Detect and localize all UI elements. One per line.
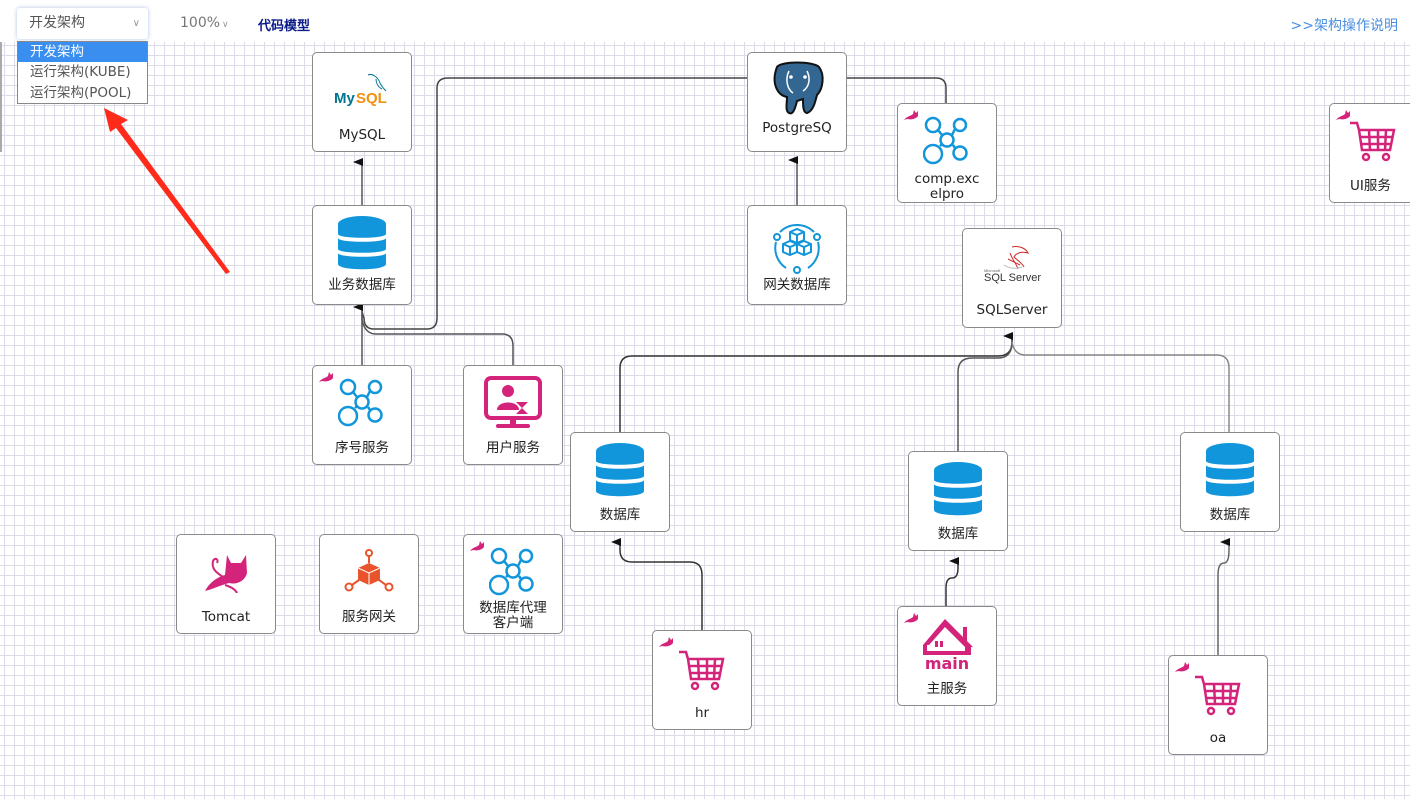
node-label: 主服务 bbox=[926, 681, 968, 697]
link-oa-dboa[interactable] bbox=[1217, 538, 1230, 655]
tomcat-cat-icon bbox=[1336, 110, 1350, 120]
node-mysql[interactable]: My SQL MySQL bbox=[312, 52, 412, 152]
chevron-down-icon: ∨ bbox=[222, 20, 229, 30]
cluster-nodes-icon bbox=[338, 378, 383, 427]
shopping-cart-icon bbox=[679, 650, 725, 691]
link-user-bizdb[interactable] bbox=[353, 303, 514, 365]
node-label: 数据库代理 客户端 bbox=[479, 600, 547, 631]
gateway-cube-icon bbox=[344, 549, 394, 592]
zoom-value: 100% bbox=[180, 15, 221, 31]
cubes-icon bbox=[773, 223, 821, 274]
tomcat-cat-icon bbox=[470, 541, 484, 551]
code-model-link[interactable]: 代码模型 bbox=[258, 19, 311, 34]
node-label: 序号服务 bbox=[335, 440, 389, 456]
node-label: PostgreSQ bbox=[762, 120, 832, 136]
house-main-icon: main bbox=[923, 619, 973, 671]
sqlserver-logo-icon: Microsoft SQL Server bbox=[984, 246, 1041, 284]
node-business-db[interactable]: 业务数据库 bbox=[312, 205, 412, 305]
architecture-select[interactable]: 开发架构 ∨ bbox=[17, 8, 148, 39]
chevron-down-icon: ∨ bbox=[132, 18, 140, 29]
dropdown-option-dev[interactable]: 开发架构 bbox=[18, 42, 147, 63]
node-sqlserver[interactable]: Microsoft SQL Server SQLServer bbox=[962, 228, 1062, 328]
svg-text:SQL Server: SQL Server bbox=[984, 272, 1041, 284]
shopping-cart-icon bbox=[1350, 121, 1396, 162]
node-oa[interactable]: oa bbox=[1168, 655, 1268, 755]
svg-text:My: My bbox=[334, 90, 355, 107]
node-label: MySQL bbox=[338, 127, 386, 143]
node-label: 数据库 bbox=[1209, 507, 1251, 523]
toolbar: 开发架构 ∨ 100%∨ 代码模型 >>架构操作说明 bbox=[0, 0, 1410, 42]
tomcat-cat-icon bbox=[904, 110, 918, 120]
svg-text:main: main bbox=[925, 654, 969, 671]
node-label: comp.exc elpro bbox=[914, 171, 980, 202]
node-label: 用户服务 bbox=[486, 440, 540, 456]
monitor-user-icon bbox=[484, 376, 542, 428]
tomcat-icon bbox=[205, 555, 247, 593]
node-db-main[interactable]: 数据库 bbox=[908, 451, 1008, 551]
node-label: UI服务 bbox=[1350, 178, 1391, 194]
link-hr-dbhr[interactable] bbox=[611, 538, 703, 630]
postgresql-elephant-icon bbox=[773, 61, 824, 115]
node-label: 业务数据库 bbox=[328, 277, 396, 293]
dropdown-option-pool[interactable]: 运行架构(POOL) bbox=[30, 84, 132, 101]
cluster-nodes-icon bbox=[923, 116, 968, 165]
link-dbmain-sqlserver[interactable] bbox=[957, 341, 1013, 451]
link-main-dbmain[interactable] bbox=[945, 557, 959, 606]
tomcat-cat-icon bbox=[1175, 662, 1189, 672]
node-label: SQLServer bbox=[976, 302, 1048, 318]
architecture-help-link[interactable]: >>架构操作说明 bbox=[1290, 18, 1398, 34]
link-dbhr-sqlserver[interactable] bbox=[619, 332, 1013, 432]
node-label: 网关数据库 bbox=[763, 277, 831, 293]
shopping-cart-icon bbox=[1195, 675, 1241, 716]
node-main-service[interactable]: main 主服务 bbox=[897, 606, 997, 706]
database-icon bbox=[338, 216, 386, 270]
architecture-select-value: 开发架构 bbox=[29, 15, 85, 31]
tomcat-cat-icon bbox=[659, 637, 673, 647]
architecture-dropdown: 开发架构 运行架构(KUBE) 运行架构(POOL) bbox=[17, 41, 148, 104]
database-icon bbox=[596, 443, 644, 497]
link-dboa-sqlserver[interactable] bbox=[1011, 341, 1230, 432]
node-service-gateway[interactable]: 服务网关 bbox=[319, 534, 419, 634]
node-sequence-service[interactable]: 序号服务 bbox=[312, 365, 412, 465]
node-label: 数据库 bbox=[937, 526, 979, 542]
node-label: hr bbox=[694, 705, 710, 721]
zoom-select[interactable]: 100%∨ bbox=[180, 15, 229, 31]
svg-text:SQL: SQL bbox=[356, 90, 387, 107]
node-label: Tomcat bbox=[201, 609, 251, 625]
svg-text:Microsoft: Microsoft bbox=[984, 268, 1001, 273]
database-icon bbox=[1206, 443, 1254, 497]
tomcat-cat-icon bbox=[319, 372, 333, 382]
mysql-logo-icon: My SQL bbox=[334, 74, 387, 107]
left-scrollbar[interactable] bbox=[0, 42, 2, 152]
cluster-nodes-icon bbox=[489, 547, 534, 596]
node-db-hr[interactable]: 数据库 bbox=[570, 432, 670, 532]
diagram-canvas[interactable] bbox=[0, 42, 1410, 799]
node-label: 服务网关 bbox=[342, 609, 396, 625]
dropdown-option-kube[interactable]: 运行架构(KUBE) bbox=[30, 64, 131, 81]
node-ui-service[interactable]: UI服务 bbox=[1329, 103, 1410, 203]
node-label: 数据库 bbox=[599, 507, 641, 523]
node-gateway-db[interactable]: 网关数据库 bbox=[747, 205, 847, 305]
node-hr[interactable]: hr bbox=[652, 630, 752, 730]
node-db-oa[interactable]: 数据库 bbox=[1180, 432, 1280, 532]
node-db-proxy-client[interactable]: 数据库代理 客户端 bbox=[463, 534, 563, 634]
link-excelpro-bizdb[interactable] bbox=[361, 77, 947, 330]
tomcat-cat-icon bbox=[904, 613, 918, 623]
node-tomcat[interactable]: Tomcat bbox=[176, 534, 276, 634]
node-label: oa bbox=[1209, 730, 1227, 746]
node-user-service[interactable]: 用户服务 bbox=[463, 365, 563, 465]
node-comp-excelpro[interactable]: comp.exc elpro bbox=[897, 103, 997, 203]
database-icon bbox=[934, 462, 982, 516]
node-postgresql[interactable]: PostgreSQ bbox=[747, 52, 847, 152]
